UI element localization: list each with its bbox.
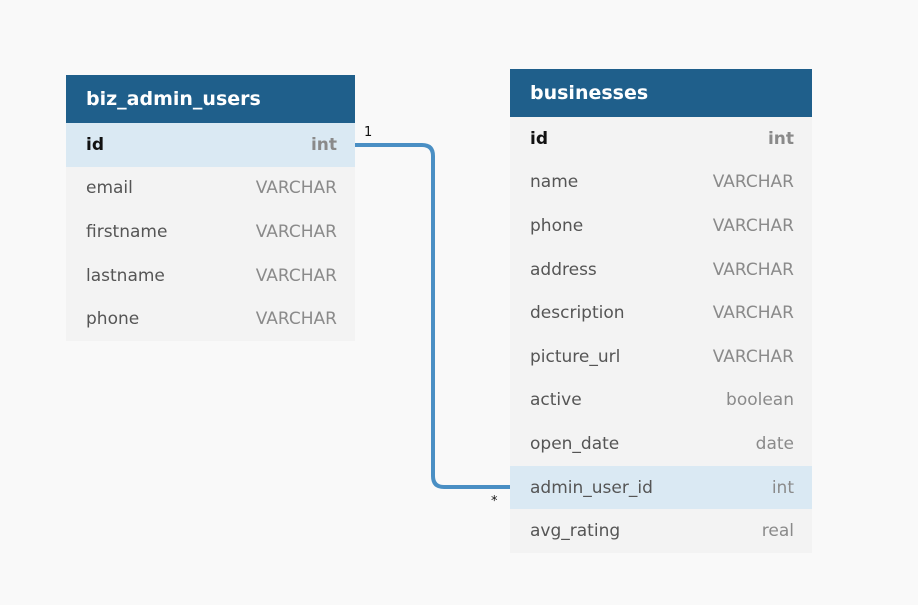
- column-type: VARCHAR: [712, 346, 794, 367]
- table-row-avg-rating[interactable]: avg_rating real: [510, 509, 812, 553]
- column-type: int: [771, 477, 794, 498]
- table-businesses[interactable]: businesses id int name VARCHAR phone VAR…: [510, 69, 812, 553]
- column-type: VARCHAR: [255, 221, 337, 242]
- cardinality-many-label: *: [491, 494, 498, 509]
- column-type: real: [761, 521, 794, 542]
- column-name: email: [86, 178, 133, 199]
- table-row-phone[interactable]: phone VARCHAR: [66, 297, 355, 341]
- table-row-open-date[interactable]: open_date date: [510, 422, 812, 466]
- column-name: phone: [86, 309, 140, 330]
- column-type: VARCHAR: [255, 178, 337, 199]
- column-name: description: [530, 303, 625, 324]
- column-name: phone: [530, 215, 584, 236]
- column-name: id: [86, 134, 104, 155]
- column-type: VARCHAR: [712, 303, 794, 324]
- column-name: address: [530, 259, 597, 280]
- column-name: open_date: [530, 433, 620, 454]
- cardinality-one-label: 1: [364, 125, 372, 140]
- table-row-id[interactable]: id int: [66, 123, 355, 167]
- column-name: name: [530, 172, 579, 193]
- table-row-picture-url[interactable]: picture_url VARCHAR: [510, 335, 812, 379]
- column-name: firstname: [86, 221, 168, 242]
- column-type: VARCHAR: [712, 172, 794, 193]
- column-name: id: [530, 128, 548, 149]
- column-type: date: [755, 433, 794, 454]
- column-type: VARCHAR: [255, 265, 337, 286]
- table-row-lastname[interactable]: lastname VARCHAR: [66, 254, 355, 298]
- relationship-line[interactable]: [355, 143, 510, 489]
- column-name: admin_user_id: [530, 477, 653, 498]
- table-header[interactable]: biz_admin_users: [66, 75, 355, 123]
- table-row-admin-user-id[interactable]: admin_user_id int: [510, 465, 812, 510]
- column-type: VARCHAR: [712, 259, 794, 280]
- table-row-email[interactable]: email VARCHAR: [66, 167, 355, 211]
- column-name: avg_rating: [530, 521, 621, 542]
- column-type: boolean: [726, 390, 794, 411]
- column-name: lastname: [86, 265, 165, 286]
- table-row-name[interactable]: name VARCHAR: [510, 161, 812, 205]
- table-row-firstname[interactable]: firstname VARCHAR: [66, 210, 355, 254]
- column-type: VARCHAR: [712, 215, 794, 236]
- table-biz-admin-users[interactable]: biz_admin_users id int email VARCHAR fir…: [66, 75, 355, 341]
- table-row-phone[interactable]: phone VARCHAR: [510, 204, 812, 248]
- table-row-description[interactable]: description VARCHAR: [510, 291, 812, 335]
- column-name: picture_url: [530, 346, 621, 367]
- column-type: int: [767, 128, 794, 149]
- table-row-address[interactable]: address VARCHAR: [510, 248, 812, 292]
- table-row-id[interactable]: id int: [510, 117, 812, 161]
- column-type: VARCHAR: [255, 309, 337, 330]
- column-name: active: [530, 390, 582, 411]
- table-header[interactable]: businesses: [510, 69, 812, 117]
- column-type: int: [310, 134, 337, 155]
- table-row-active[interactable]: active boolean: [510, 379, 812, 423]
